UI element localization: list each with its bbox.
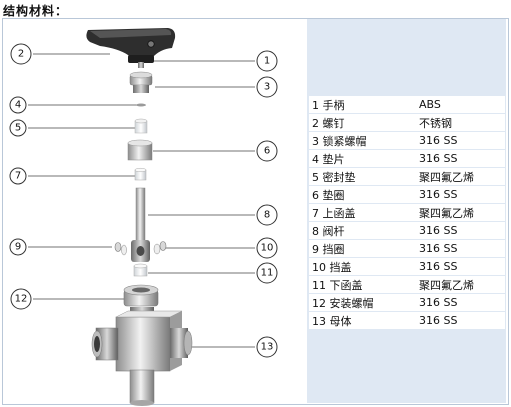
part-valve-body — [91, 307, 193, 406]
callout-8-label: 8 — [264, 210, 270, 221]
part-material-cell: ABS — [416, 96, 505, 114]
table-row: 2 螺钉不锈钢 — [309, 113, 505, 132]
part-mounting-nut — [123, 284, 159, 307]
table-row: 5 密封垫聚四氟乙烯 — [309, 167, 505, 186]
callout-4-label: 4 — [15, 100, 21, 111]
callout-8: 8 — [256, 204, 278, 226]
part-material-cell: 聚四氟乙烯 — [416, 167, 505, 186]
callout-9: 9 — [9, 238, 27, 256]
callout-7: 7 — [9, 167, 27, 185]
callout-7-label: 7 — [15, 171, 21, 182]
part-washer — [136, 103, 146, 107]
part-name-cell: 4 垫片 — [309, 149, 416, 168]
callout-12-label: 12 — [15, 294, 28, 305]
part-name-cell: 3 锁紧螺帽 — [309, 131, 416, 150]
part-material-cell: 316 SS — [416, 239, 505, 258]
part-retaining-ring — [114, 242, 127, 256]
table-row: 7 上函盖聚四氟乙烯 — [309, 203, 505, 222]
part-name-cell: 9 挡圈 — [309, 239, 416, 258]
part-seal — [134, 118, 148, 134]
callout-10-label: 10 — [261, 243, 274, 254]
part-name-cell: 10 挡盖 — [309, 257, 416, 276]
part-screw — [138, 62, 144, 68]
callout-13-label: 13 — [261, 342, 274, 353]
callout-5: 5 — [9, 119, 27, 137]
part-material-cell: 316 SS — [416, 185, 505, 204]
table-row: 11 下函盖聚四氟乙烯 — [309, 275, 505, 294]
part-material-cell: 316 SS — [416, 221, 505, 240]
callout-6: 6 — [256, 140, 278, 162]
callout-13: 13 — [256, 336, 278, 358]
part-upper-gland — [134, 167, 147, 181]
callout-1-label: 1 — [264, 56, 270, 67]
callout-11: 11 — [256, 262, 278, 284]
part-name-cell: 1 手柄 — [309, 96, 416, 114]
callout-3: 3 — [256, 76, 278, 98]
part-material-cell: 不锈钢 — [416, 113, 505, 132]
callout-1: 1 — [256, 50, 278, 72]
part-stem — [131, 187, 150, 262]
callout-3-label: 3 — [264, 82, 270, 93]
callout-4: 4 — [9, 96, 27, 114]
part-material-cell: 316 SS — [416, 311, 505, 330]
part-name-cell: 13 母体 — [309, 311, 416, 330]
part-lower-gland — [133, 263, 148, 277]
part-material-cell: 316 SS — [416, 149, 505, 168]
part-material-cell: 聚四氟乙烯 — [416, 203, 505, 222]
exploded-valve-diagram: 1 2 3 4 5 6 7 8 — [9, 28, 278, 406]
part-name-cell: 5 密封垫 — [309, 167, 416, 186]
part-name-cell: 6 垫圈 — [309, 185, 416, 204]
part-name-cell: 8 阀杆 — [309, 221, 416, 240]
part-handle — [86, 28, 176, 63]
part-gasket — [127, 139, 153, 161]
callout-2: 2 — [10, 43, 32, 65]
part-name-cell: 12 安装螺帽 — [309, 293, 416, 312]
part-material-cell: 316 SS — [416, 131, 505, 150]
part-cap — [153, 241, 167, 255]
part-name-cell: 7 上函盖 — [309, 203, 416, 222]
part-material-cell: 316 SS — [416, 257, 505, 276]
callout-12: 12 — [10, 288, 32, 310]
part-name-cell: 11 下函盖 — [309, 275, 416, 294]
part-material-cell: 316 SS — [416, 293, 505, 312]
callout-11-label: 11 — [261, 268, 274, 279]
callout-2-label: 2 — [18, 49, 24, 60]
part-name-cell: 2 螺钉 — [309, 113, 416, 132]
part-material-cell: 聚四氟乙烯 — [416, 275, 505, 294]
callout-9-label: 9 — [15, 242, 21, 253]
callout-5-label: 5 — [15, 123, 21, 134]
section-title: 结构材料： — [3, 4, 69, 18]
callout-10: 10 — [256, 237, 278, 259]
part-lock-nut — [129, 71, 153, 93]
callout-6-label: 6 — [264, 146, 270, 157]
